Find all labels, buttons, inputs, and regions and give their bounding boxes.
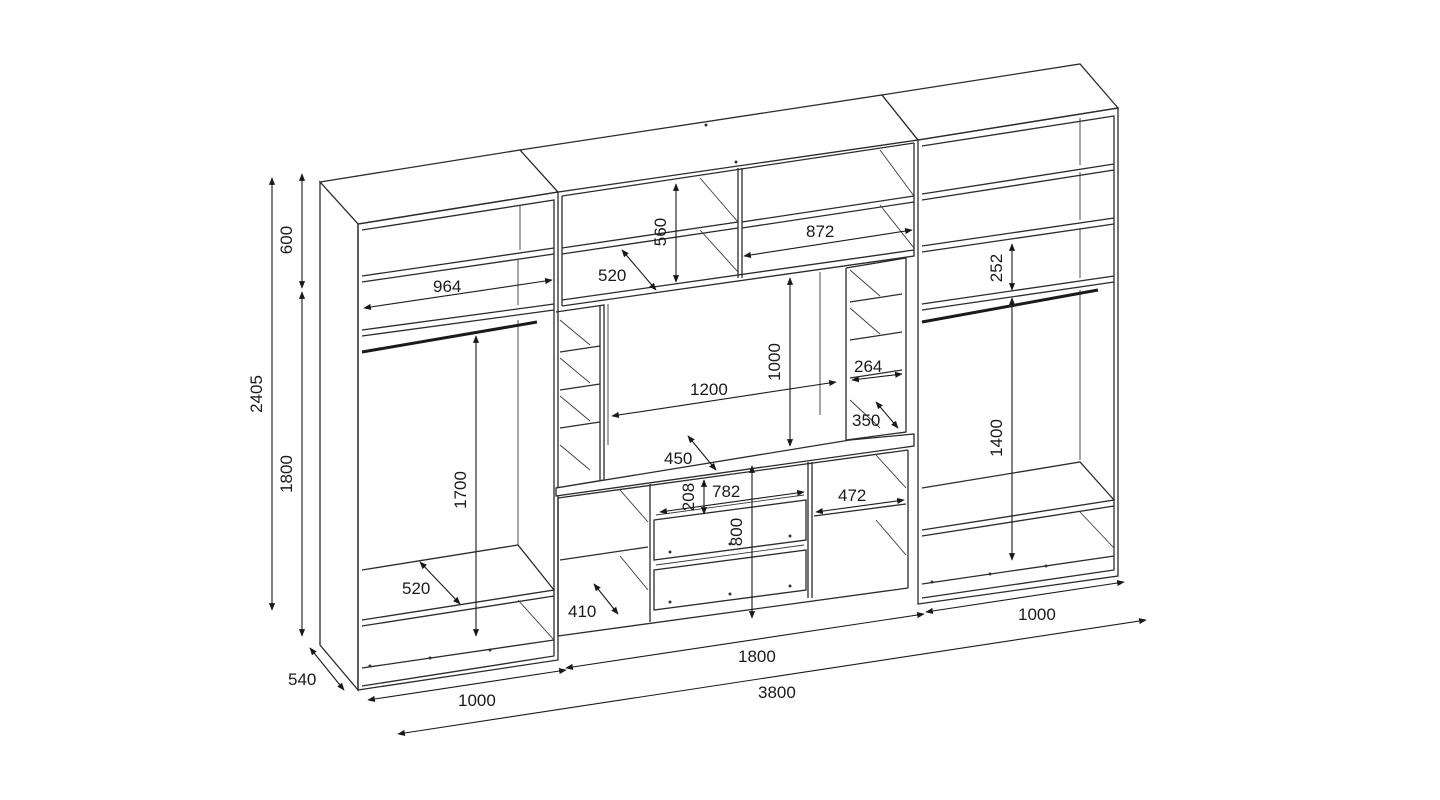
drawer-unit-height-label: 800 <box>727 518 746 546</box>
tv-niche-width-label: 1200 <box>690 380 728 399</box>
left-wardrobe <box>318 149 560 692</box>
top-compartment-depth-label: 520 <box>598 266 626 285</box>
left-shelf-width-label: 964 <box>433 277 461 296</box>
middle-width-label: 1800 <box>738 647 776 666</box>
dimension-lines <box>268 173 1147 737</box>
left-wardrobe-width-label: 1000 <box>458 691 496 710</box>
lower-height-label: 1800 <box>277 455 296 493</box>
upper-height-label: 600 <box>277 226 296 254</box>
top-right-shelf-width-label: 872 <box>806 222 834 241</box>
dimension-labels: 2405 600 1800 540 1000 1800 1000 3800 96… <box>247 218 1056 710</box>
small-shelf-width-label: 264 <box>854 357 882 376</box>
right-shelf-width-label: 472 <box>838 486 866 505</box>
top-compartment-height-label: 560 <box>651 218 670 246</box>
tv-shelf-depth-label: 450 <box>664 449 692 468</box>
right-top-shelf-height-label: 252 <box>987 254 1006 282</box>
small-shelf-depth-label: 350 <box>852 411 880 430</box>
right-hanging-height-label: 1400 <box>987 419 1006 457</box>
left-bottom-depth-label: 520 <box>402 579 430 598</box>
bottom-shelf-depth-label: 410 <box>568 602 596 621</box>
right-wardrobe-width-label: 1000 <box>1018 605 1056 624</box>
total-height-label: 2405 <box>247 375 266 413</box>
right-wardrobe <box>880 63 1120 605</box>
drawer-width-label: 782 <box>712 482 740 501</box>
total-width-label: 3800 <box>758 683 796 702</box>
drawer-height-label: 208 <box>679 483 698 511</box>
left-hanging-height-label: 1700 <box>451 471 470 509</box>
depth-label: 540 <box>288 670 316 689</box>
tv-niche-height-label: 1000 <box>765 343 784 381</box>
